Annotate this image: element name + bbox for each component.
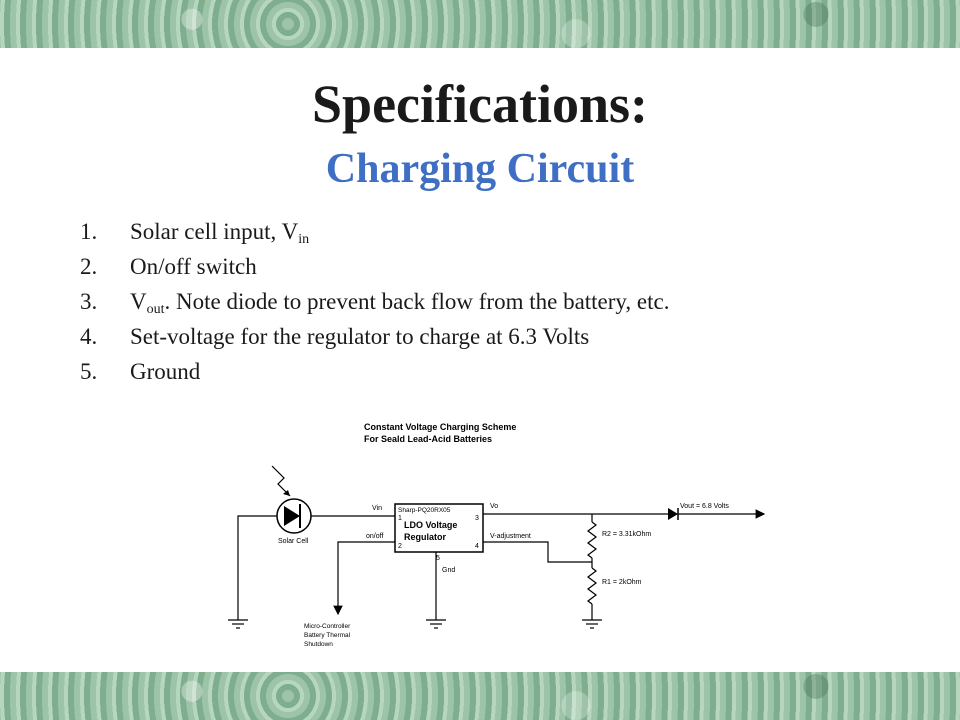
list-tail: . Note diode to prevent back flow from t… bbox=[164, 289, 670, 314]
vout-label: Vout = 6.8 Volts bbox=[680, 503, 729, 510]
circuit-schematic: Constant Voltage Charging Scheme For Sea… bbox=[228, 422, 766, 648]
list-text: Set-voltage for the regulator to charge … bbox=[130, 324, 590, 349]
ldo-regulator-chip bbox=[394, 503, 484, 553]
ground-symbol-left bbox=[228, 619, 248, 629]
list-number: 5. bbox=[80, 359, 98, 384]
list-text: Solar cell input, V bbox=[130, 219, 299, 244]
slide-subtitle: Charging Circuit bbox=[325, 146, 635, 192]
list-item: 4. Set-voltage for the regulator to charg… bbox=[80, 319, 669, 354]
list-text: V bbox=[130, 289, 147, 314]
vin-label: Vin bbox=[372, 505, 382, 512]
chip-part-label: Sharp-PQ20RX05 bbox=[398, 507, 451, 514]
blocking-diode-symbol bbox=[668, 508, 679, 520]
gnd-label: Gnd bbox=[442, 567, 455, 574]
list-number: 1. bbox=[80, 219, 98, 244]
spec-list: 1.Solar cell input, Vin 2.On/off switch … bbox=[80, 214, 669, 389]
resistor-r1 bbox=[587, 567, 597, 605]
resistor-r2 bbox=[587, 521, 597, 559]
vo-label: Vo bbox=[490, 503, 498, 510]
ground-wire-left bbox=[237, 515, 277, 620]
list-text: Ground bbox=[130, 359, 201, 384]
bottom-decorative-band bbox=[0, 672, 960, 720]
vadj-wire bbox=[483, 541, 592, 563]
chip-label-line2: Regulator bbox=[404, 532, 447, 542]
list-subscript: in bbox=[298, 232, 310, 247]
chip-label-line1: LDO Voltage bbox=[404, 520, 457, 530]
list-item: 1. Solar cell input, Vin bbox=[80, 214, 669, 249]
onoff-label: on/off bbox=[366, 533, 383, 540]
mc-label-line2: Battery Thermal bbox=[304, 632, 351, 639]
pin4-label: 4 bbox=[475, 543, 479, 550]
solar-cell-symbol bbox=[271, 465, 312, 534]
list-number: 4. bbox=[80, 324, 98, 349]
list-text: On/off switch bbox=[130, 254, 257, 279]
mc-label-line1: Micro-Controller bbox=[304, 623, 351, 630]
pin5-label: 5 bbox=[436, 555, 440, 562]
list-item: 3. Vout. Note diode to prevent back flow … bbox=[80, 284, 669, 319]
onoff-wire bbox=[333, 541, 395, 616]
diagram-title-line2: For Seald Lead-Acid Batteries bbox=[364, 434, 492, 444]
pin3-label: 3 bbox=[475, 515, 479, 522]
top-decorative-band bbox=[0, 0, 960, 48]
list-number: 3. bbox=[80, 289, 98, 314]
vadj-label: V-adjustment bbox=[490, 533, 531, 540]
ground-symbol-chip bbox=[426, 619, 446, 629]
list-item: 2. On/off switch bbox=[80, 249, 669, 284]
charging-circuit-diagram: Constant Voltage Charging Scheme For Sea… bbox=[192, 414, 768, 658]
list-number: 2. bbox=[80, 254, 98, 279]
pin1-label: 1 bbox=[398, 515, 402, 522]
slide-title: Specifications: bbox=[312, 74, 648, 134]
pin2-label: 2 bbox=[398, 543, 402, 550]
list-subscript: out bbox=[146, 302, 165, 317]
mc-label-line3: Shutdown bbox=[304, 641, 333, 648]
r1-label: R1 = 2kOhm bbox=[602, 579, 642, 586]
solar-cell-label: Solar Cell bbox=[278, 538, 309, 545]
list-item: 5. Ground bbox=[80, 354, 669, 389]
ground-symbol-divider bbox=[582, 619, 602, 629]
r2-label: R2 = 3.31kOhm bbox=[602, 531, 651, 538]
diagram-title-line1: Constant Voltage Charging Scheme bbox=[364, 422, 516, 432]
